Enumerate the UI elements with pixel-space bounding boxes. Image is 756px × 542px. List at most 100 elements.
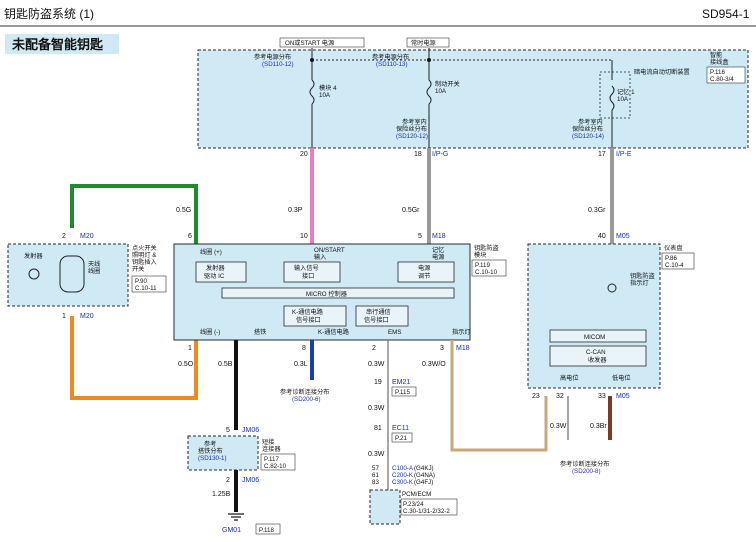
junction-page: P.116 (710, 69, 725, 76)
wire-05b: 0.5B (218, 361, 233, 368)
key-icon (28, 268, 40, 280)
immo-pin-5: 5 (418, 233, 422, 240)
coil-pin-1: 1 (62, 313, 66, 320)
cluster-pin-33: 33 (598, 393, 606, 400)
c100-label: C100-A (392, 465, 414, 472)
immo-pin-3: 3 (440, 345, 444, 352)
fuse-1-icon (309, 79, 315, 105)
cluster-indicator-2: 指示灯 (630, 279, 649, 287)
wire-white-orange (450, 340, 548, 452)
m05-top: M05 (616, 233, 630, 240)
pcm-ecm-box (369, 489, 401, 525)
input-if-label: 输入信号 (294, 264, 319, 272)
page-title: 钥匙防盗系统 (1) (4, 6, 94, 21)
p118: P.118 (259, 527, 274, 534)
em21-ref (391, 386, 417, 397)
cluster-high: 高电位 (560, 374, 579, 382)
power-ref-1-code: (SD110-12) (262, 61, 294, 68)
micro-label: MICRO 控制器 (306, 290, 348, 298)
input-if-block (283, 261, 341, 283)
immo-memory: 记忆 (432, 246, 444, 254)
cluster-page: P.86 (665, 255, 677, 262)
transmitter-ic-label: 发射器 (206, 264, 225, 272)
immo-on-start: ON/START (314, 247, 345, 254)
kline-if-label-2: 信号接口 (296, 316, 321, 324)
ground-icon (228, 513, 244, 521)
power-ref-1: 参考电源分布 (254, 53, 291, 61)
fuse-ref-1b: 保险丝分布 (396, 125, 427, 133)
immo-ref-box (471, 259, 507, 277)
power-ref-2: 参考电源分布 (372, 53, 409, 61)
immo-pin-1: 1 (188, 345, 192, 352)
m05-bottom: M05 (616, 393, 630, 400)
wire-03wo: 0.3W/O (422, 361, 446, 368)
immo-power: 电源 (432, 253, 444, 261)
always-power-box (406, 37, 450, 48)
jm06-bottom: JM06 (242, 477, 259, 484)
fuse-3-icon (609, 85, 615, 111)
gm01-ref (255, 523, 281, 535)
serial-if-label-2: 信号接口 (364, 316, 389, 324)
transmitter-coil-box (7, 243, 129, 307)
ccan-label-2: 收发器 (588, 356, 607, 364)
c300-label: C300-K (392, 479, 414, 486)
coil-pin-2: 2 (62, 233, 66, 240)
fuse-2-icon (426, 79, 432, 105)
ref-diag-1: 参考诊断连接分布 (280, 388, 330, 396)
coil-antenna-label-2: 线圈 (88, 267, 100, 275)
short-label: 短接 (262, 438, 274, 446)
ec11-ref (391, 432, 413, 443)
m20-top: M20 (80, 233, 94, 240)
ccan-label: C-CAN (586, 349, 606, 356)
immo-pin-8: 8 (302, 345, 306, 352)
immo-ems: EMS (388, 329, 401, 336)
short-label-2: 连接器 (262, 445, 281, 453)
cluster-title: 仪表盘 (664, 244, 683, 252)
section-title-bg (5, 34, 119, 54)
c300-variant: (G4FJ) (414, 479, 433, 486)
power-ref-2-code: (SD110-13) (376, 61, 408, 68)
pin-57: 57 (372, 465, 379, 472)
node-1 (310, 58, 314, 62)
ground-ref-code: (SD130-1) (198, 455, 227, 462)
ref-diag-1-code: (SD200-6) (292, 396, 321, 403)
kline-if-block (283, 305, 347, 327)
p21: P.21 (395, 435, 407, 442)
immo-pin-10: 10 (300, 233, 308, 240)
immo-coil-plus: 线圈 (+) (200, 248, 222, 256)
m18-bottom: M18 (456, 345, 470, 352)
on-start-power-label: ON或START 电源 (285, 39, 334, 47)
node-2 (427, 58, 431, 62)
wire-05g: 0.5G (176, 207, 191, 214)
immo-coil-minus: 线圈 (-) (200, 328, 220, 336)
immo-input: 输入 (314, 253, 326, 261)
coil-ref-box (131, 275, 167, 293)
wire-03w-b: 0.3W (368, 405, 385, 412)
junction-connector: C.80-3/4 (710, 76, 734, 83)
immo-pin-6: 6 (188, 233, 192, 240)
fuse-ref-2-code: (SD120-14) (572, 133, 604, 140)
transmitter-ic-label-2: 驱动 IC (204, 273, 225, 280)
gm01-label: GM01 (222, 527, 241, 534)
fuse-ref-2b: 保险丝分布 (572, 125, 603, 133)
cluster-indicator: 钥匙防盗 (630, 272, 655, 280)
cluster-connector: C.10-4 (665, 262, 684, 269)
ref-diag-2-code: (SD200-8) (572, 468, 601, 475)
wire-03w-d: 0.3W (550, 423, 567, 430)
power-reg-label-2: 调节 (418, 272, 430, 280)
fuse-2-amp: 10A (435, 88, 447, 95)
em21-label: EM21 (392, 379, 410, 386)
fuse-1-amp: 10A (319, 92, 331, 99)
short-connector: C.82-10 (264, 463, 287, 470)
micom-block (549, 329, 647, 343)
on-start-power-box (279, 37, 365, 48)
m18-top: M18 (432, 233, 446, 240)
fuse-ref-1: 参考室内 (402, 118, 427, 126)
jm06-pin-5: 5 (226, 427, 230, 434)
pcm-label: PCM/ECM (402, 491, 431, 498)
power-reg-label: 电源 (418, 264, 430, 272)
ign-switch-label-3: 钥匙插入 (132, 258, 157, 266)
kline-if-label: K-通信电路 (292, 308, 324, 316)
wire-green (70, 184, 198, 246)
c100-variant: (G4KJ) (414, 465, 434, 472)
